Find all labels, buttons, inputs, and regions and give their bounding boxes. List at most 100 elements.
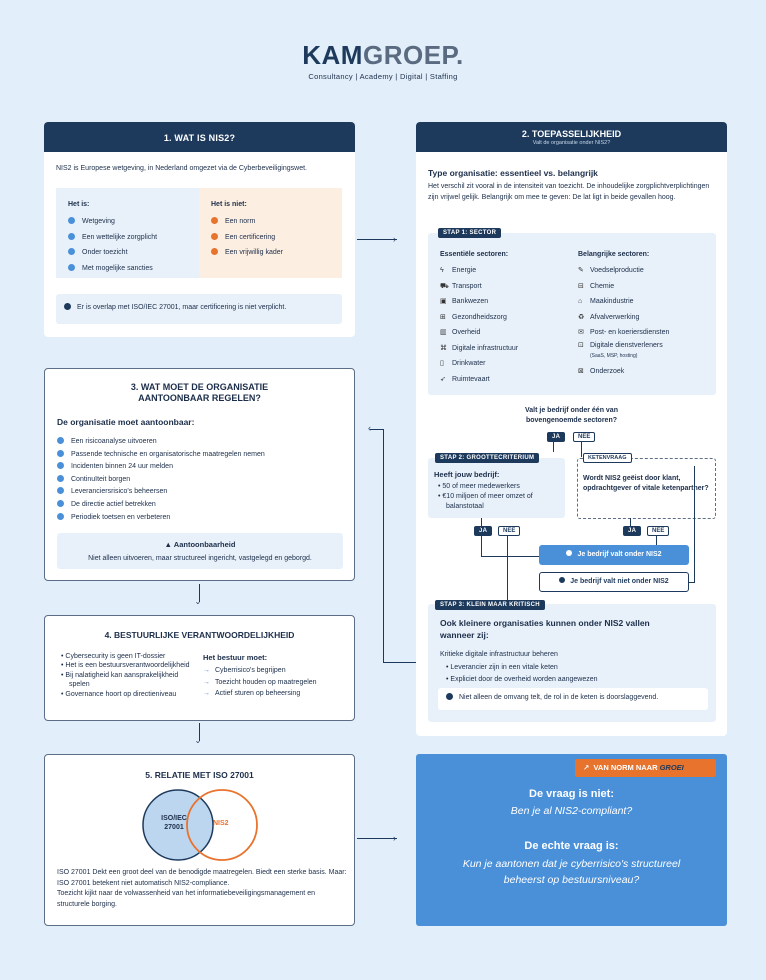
section-2-subtitle: Valt de organisatie onder NIS2? xyxy=(532,140,611,146)
type-title: Type organisatie: essentieel vs. belangr… xyxy=(428,168,598,178)
section-3-item: Leveranciersrisico's beheersen xyxy=(57,486,265,499)
q2-title: De echte vraag is: xyxy=(524,840,619,852)
info-icon xyxy=(566,550,573,556)
section-3-card: 3. WAT MOET DE ORGANISATIE AANTOONBAAR R… xyxy=(44,368,355,581)
q2-text: Kun je aantonen dat je cyberrisico's str… xyxy=(462,858,681,886)
check-icon xyxy=(68,248,75,255)
section-4-left-item: • Governance hoort op directieniveau xyxy=(61,690,177,698)
bel-label: Belangrijke sectoren: xyxy=(578,251,650,258)
section-5-title: 5. RELATIE MET ISO 27001 xyxy=(145,770,254,780)
arrow-head-icon: › xyxy=(393,234,396,244)
aantoonbaarheid-text: Niet alleen uitvoeren, maar structureel … xyxy=(88,555,312,562)
logo-bold: KAM xyxy=(302,40,363,70)
check-icon xyxy=(57,437,64,444)
step-2-question: Heeft jouw bedrijf: xyxy=(434,470,500,479)
is-item: Een wettelijke zorgplicht xyxy=(68,230,157,246)
food-icon: ✎ xyxy=(578,267,584,274)
venn-iso-circle xyxy=(142,789,214,861)
step-1-pill: STAP 1: SECTOR xyxy=(438,228,502,238)
step-2-item: • 50 of meer medewerkers xyxy=(438,483,520,490)
bel-list: ✎Voedselproductie ⊟Chemie ⌂Maakindustrie… xyxy=(578,263,669,379)
section-5-text-1: ISO 27001 Dekt een groot deel van de ben… xyxy=(57,869,347,887)
arrow-s4-s5 xyxy=(199,723,200,741)
health-icon: ⊞ xyxy=(440,313,446,321)
flow-q1-nee-line xyxy=(581,442,582,457)
mail-icon: ✉ xyxy=(578,329,584,336)
flow-q2-ja-right xyxy=(481,535,482,556)
info-icon xyxy=(559,577,566,583)
section-4-title: 4. BESTUURLIJKE VERANTWOORDELIJKHEID xyxy=(104,630,295,640)
network-icon: ⌘ xyxy=(440,344,447,352)
aantoonbaarheid-title: ▲ Aantoonbaarheid xyxy=(164,540,236,549)
section-4-right-item: →Actief sturen op beheersing xyxy=(203,690,301,698)
step-3-item: • Expliciet door de overheid worden aang… xyxy=(446,675,598,683)
section-3-item: Continuïteit borgen xyxy=(57,474,265,487)
arrow-left-icon: ‹ xyxy=(368,423,371,433)
q2-nee: NEE xyxy=(498,526,521,536)
section-3-title-1: 3. WAT MOET DE ORGANISATIE xyxy=(130,382,269,392)
cross-icon xyxy=(211,232,218,240)
section-2-title: 2. TOEPASSELIJKHEID xyxy=(521,129,622,139)
warning-icon: ▲ xyxy=(164,540,172,549)
growth-badge: ↗ VAN NORM NAAR GROEI xyxy=(575,759,716,777)
section-3-title-2: AANTOONBAAR REGELEN? xyxy=(138,393,261,403)
arrow-right-icon: → xyxy=(203,690,210,698)
arrow-right-icon: → xyxy=(203,667,210,674)
result-valt: Je bedrijf valt onder NIS2 xyxy=(539,545,689,565)
q1-title: De vraag is niet: xyxy=(529,788,614,800)
result-valt-niet: Je bedrijf valt niet onder NIS2 xyxy=(539,572,689,592)
sector-question: Valt je bedrijf onder één van bovengenoe… xyxy=(525,407,618,424)
section-3-item: De directie actief betrekken xyxy=(57,499,265,512)
check-icon xyxy=(57,474,64,482)
keten-question: Wordt NIS2 geëist door klant, opdrachtge… xyxy=(583,475,709,493)
q3-ja: JA xyxy=(623,526,642,536)
flow-back-h xyxy=(383,662,416,663)
section-4-right-label: Het bestuur moet: xyxy=(203,653,268,662)
section-3-item: Passende technische en organisatorische … xyxy=(57,449,265,462)
step-3-note: Niet alleen de omvang telt, de rol in de… xyxy=(438,688,708,710)
section-3-lead: De organisatie moet aantoonbaar: xyxy=(57,417,195,427)
is-list: Wetgeving Een wettelijke zorgplicht Onde… xyxy=(68,214,157,276)
government-icon: ▥ xyxy=(440,329,447,336)
flow-q2-ja-h xyxy=(481,556,539,557)
venn-nis2-label: NIS2 xyxy=(213,820,229,827)
section-4-card: 4. BESTUURLIJKE VERANTWOORDELIJKHEID • C… xyxy=(44,615,355,721)
is-item: Onder toezicht xyxy=(68,245,157,261)
step-3-title: Ook kleinere organisaties kunnen onder N… xyxy=(440,618,650,640)
truck-icon: ⛟ xyxy=(440,282,449,290)
type-text: Het verschil zit vooral in de intensitei… xyxy=(428,183,710,201)
arrow-down-icon: ⌄ xyxy=(194,736,202,745)
keten-pill: KETENVRAAG xyxy=(583,453,632,463)
section-4-right-item: →Cyberrisico's begrijpen xyxy=(203,667,286,674)
step-1-box xyxy=(428,233,716,395)
research-icon: ⊠ xyxy=(578,367,584,375)
check-icon xyxy=(57,512,64,520)
q1-text: Ben je al NIS2-compliant? xyxy=(510,805,633,817)
venn-diagram xyxy=(142,789,258,861)
arrow-up-right-icon: ↗ xyxy=(583,763,590,772)
check-icon xyxy=(57,462,64,470)
step-2-item: • €10 miljoen of meer omzet of balanstot… xyxy=(438,493,533,511)
step-2-pill: STAP 2: GROOTTECRITERIUM xyxy=(435,453,540,463)
section-5-text-2: Toezicht kijkt naar de volwassenheid van… xyxy=(57,890,315,908)
q3-nee: NEE xyxy=(647,526,670,536)
is-box xyxy=(56,188,199,278)
is-item: Met mogelijke sancties xyxy=(68,261,157,277)
not-item: Een norm xyxy=(211,214,283,230)
step-3-item: • Leverancier zijn in een vitale keten xyxy=(446,664,558,671)
aantoonbaarheid-box xyxy=(57,533,343,569)
flow-q2-ja-down xyxy=(481,518,482,528)
not-label: Het is niet: xyxy=(211,201,247,208)
info-icon xyxy=(446,693,453,700)
section-3-item: Incidenten binnen 24 uur melden xyxy=(57,461,265,474)
section-3-list: Een risicoanalyse uitvoeren Passende tec… xyxy=(57,436,265,524)
not-box xyxy=(199,188,342,278)
check-icon xyxy=(68,263,75,271)
brand-logo: KAMGROEP. xyxy=(0,40,766,71)
keten-box xyxy=(577,458,716,519)
check-icon xyxy=(68,217,75,224)
arrow-head-icon: › xyxy=(393,833,396,843)
section-1-card: 1. WAT IS NIS2? NIS2 is Europese wetgevi… xyxy=(44,122,355,337)
section-1-title: 1. WAT IS NIS2? xyxy=(44,122,355,152)
